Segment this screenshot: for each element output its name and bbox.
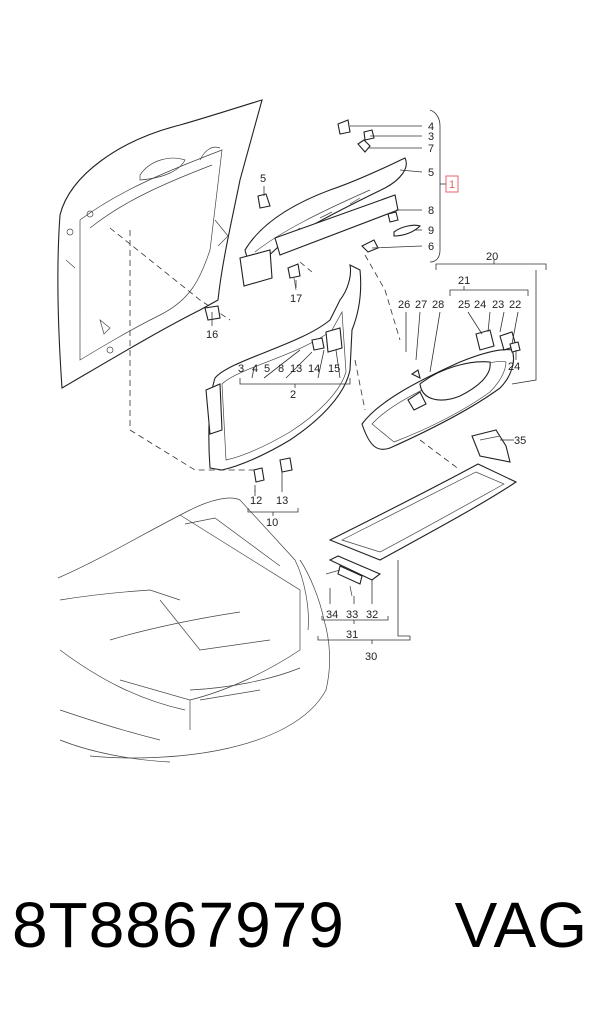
trunk-lid [57, 99, 263, 389]
callout-6: 6 [428, 241, 434, 253]
callout-22: 22 [509, 299, 521, 311]
callout-20: 20 [486, 251, 498, 263]
callout-24: 24 [474, 299, 486, 311]
callout-32: 32 [366, 609, 378, 621]
callout-1: 1 [449, 179, 455, 191]
highlight-box [445, 175, 459, 193]
callout-27: 27 [415, 299, 427, 311]
callout-23: 23 [492, 299, 504, 311]
callout-31: 31 [346, 629, 358, 641]
bracket [471, 429, 511, 463]
seal-frame [205, 264, 362, 471]
callout-5: 5 [428, 167, 434, 179]
callout-labels: 4 3 7 5 1 8 9 6 5 17 16 3 4 5 8 13 14 15… [206, 121, 526, 663]
callout-7: 7 [428, 143, 434, 155]
group2-8: 8 [278, 363, 284, 375]
callout-3: 3 [428, 131, 434, 143]
callout-5-left: 5 [260, 173, 266, 185]
callout-9: 9 [428, 225, 434, 237]
group2-5: 5 [264, 363, 270, 375]
group2-15: 15 [328, 363, 340, 375]
caption: 8T8867979 VAG [12, 888, 588, 978]
top-clips [257, 119, 422, 291]
group10-13: 13 [276, 495, 288, 507]
callout-34: 34 [326, 609, 338, 621]
callout-8: 8 [428, 205, 434, 217]
group2-14: 14 [308, 363, 320, 375]
group2-13: 13 [290, 363, 302, 375]
callout-33: 33 [346, 609, 358, 621]
callout-35: 35 [514, 435, 526, 447]
callout-24-lower: 24 [508, 361, 520, 373]
group2-4: 4 [252, 363, 258, 375]
callout-25: 25 [458, 299, 470, 311]
callout-26: 26 [398, 299, 410, 311]
upper-trim-panel [239, 157, 407, 287]
brand-name: VAG [454, 889, 588, 961]
part-number: 8T8867979 [12, 889, 345, 961]
group10-12: 12 [250, 495, 262, 507]
callout-21: 21 [458, 275, 470, 287]
connectors [204, 305, 343, 483]
callout-17: 17 [290, 293, 302, 305]
parcel-shelf-trim [361, 329, 521, 450]
group2-3: 3 [238, 363, 244, 375]
car-body [57, 497, 330, 763]
callout-10: 10 [266, 517, 278, 529]
parts-diagram: 4 3 7 5 1 8 9 6 5 17 16 3 4 5 8 13 14 15… [57, 99, 547, 763]
callout-2: 2 [290, 389, 296, 401]
callout-28: 28 [432, 299, 444, 311]
callout-4: 4 [428, 121, 434, 133]
lower-shelf [325, 463, 518, 597]
leader-lines [211, 109, 547, 644]
callout-30: 30 [365, 651, 377, 663]
callout-16: 16 [206, 329, 218, 341]
